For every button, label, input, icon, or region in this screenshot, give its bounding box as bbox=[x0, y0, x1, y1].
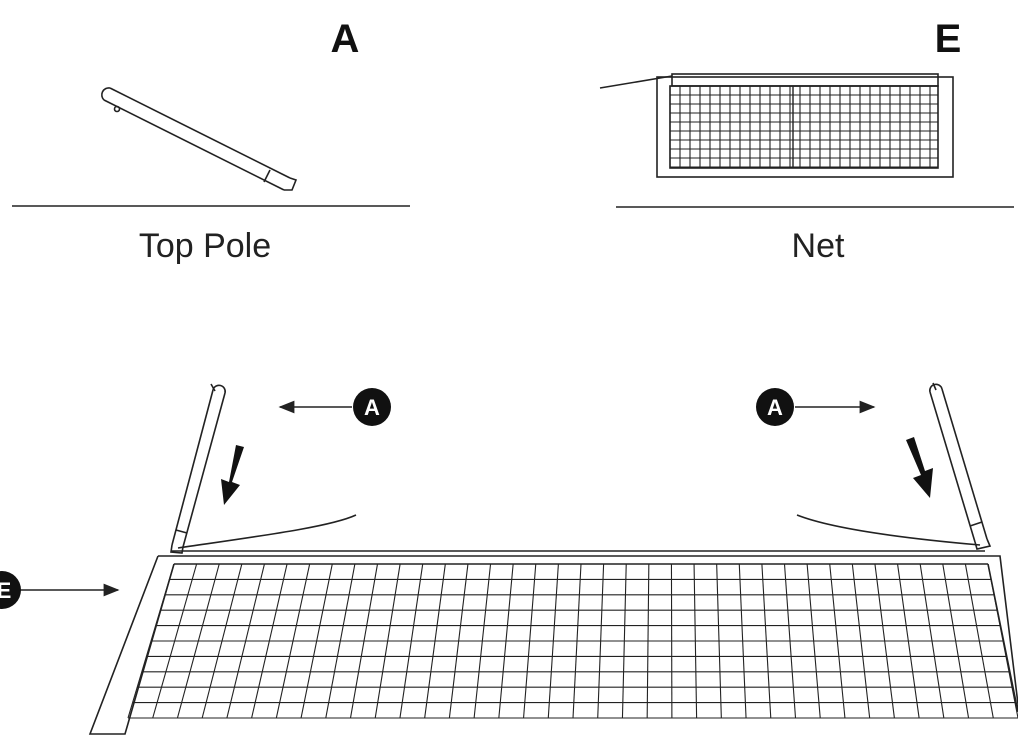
callout-letter: A bbox=[364, 395, 380, 420]
part-letter-e: E bbox=[935, 17, 962, 61]
callout-net: E bbox=[0, 571, 120, 609]
part-top-pole: A Top Pole bbox=[12, 17, 410, 265]
down-arrow-icon bbox=[221, 445, 244, 505]
assembly-net bbox=[88, 550, 1018, 735]
callout-letter: A bbox=[767, 395, 783, 420]
part-net: E Net bbox=[599, 17, 1014, 265]
right-guy-rope bbox=[796, 514, 981, 546]
callout-left-pole: A bbox=[278, 388, 391, 426]
top-pole-caption: Top Pole bbox=[139, 227, 271, 265]
callout-right-pole: A bbox=[756, 388, 876, 426]
down-arrow-icon bbox=[906, 437, 933, 498]
part-letter-a: A bbox=[331, 17, 360, 61]
right-pole bbox=[929, 382, 992, 550]
net-caption: Net bbox=[792, 227, 845, 265]
top-pole-illustration bbox=[100, 87, 298, 191]
left-pole bbox=[170, 383, 226, 554]
left-guy-rope bbox=[177, 514, 357, 549]
assembly-view bbox=[88, 382, 1018, 735]
net-illustration bbox=[599, 73, 954, 178]
callout-letter: E bbox=[0, 578, 11, 603]
